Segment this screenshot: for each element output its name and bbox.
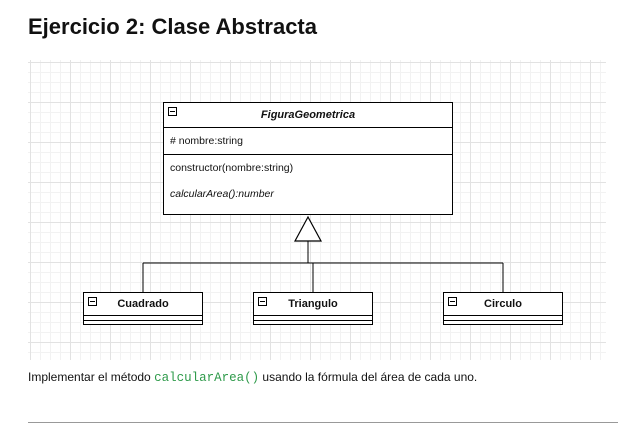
page-title: Ejercicio 2: Clase Abstracta <box>28 14 317 39</box>
attribute-nombre: # nombre:string <box>170 135 243 147</box>
methods-section <box>444 321 562 326</box>
class-header: Triangulo <box>254 293 372 316</box>
diagram-canvas: FiguraGeometrica # nombre:string constru… <box>28 60 606 360</box>
instructions-suffix: usando la fórmula del área de cada uno. <box>259 370 478 384</box>
class-circulo[interactable]: Circulo <box>443 292 563 325</box>
class-name: Triangulo <box>288 298 338 310</box>
method-constructor: constructor(nombre:string) <box>170 162 294 174</box>
method-calculararea: calcularArea():number <box>170 188 274 200</box>
attributes-section: # nombre:string <box>164 128 452 155</box>
class-header: FiguraGeometrica <box>164 103 452 128</box>
collapse-icon[interactable] <box>448 297 457 306</box>
class-name: Cuadrado <box>117 298 169 310</box>
attributes-section <box>254 316 372 321</box>
class-header: Cuadrado <box>84 293 202 316</box>
divider <box>28 422 618 423</box>
instructions-prefix: Implementar el método <box>28 370 155 384</box>
collapse-icon[interactable] <box>88 297 97 306</box>
inheritance-connectors <box>142 215 504 292</box>
class-header: Circulo <box>444 293 562 316</box>
methods-section: constructor(nombre:string) calcularArea(… <box>164 155 452 207</box>
methods-section <box>84 321 202 326</box>
methods-section <box>254 321 372 326</box>
class-name: Circulo <box>484 298 522 310</box>
inheritance-arrowhead <box>293 215 323 242</box>
instructions-text: Implementar el método calcularArea() usa… <box>28 370 477 385</box>
collapse-icon[interactable] <box>258 297 267 306</box>
method-code: calcularArea() <box>154 371 260 385</box>
class-cuadrado[interactable]: Cuadrado <box>83 292 203 325</box>
class-triangulo[interactable]: Triangulo <box>253 292 373 325</box>
attributes-section <box>444 316 562 321</box>
attributes-section <box>84 316 202 321</box>
class-figurageometrica[interactable]: FiguraGeometrica # nombre:string constru… <box>163 102 453 215</box>
collapse-icon[interactable] <box>168 107 177 116</box>
class-name: FiguraGeometrica <box>260 109 356 121</box>
